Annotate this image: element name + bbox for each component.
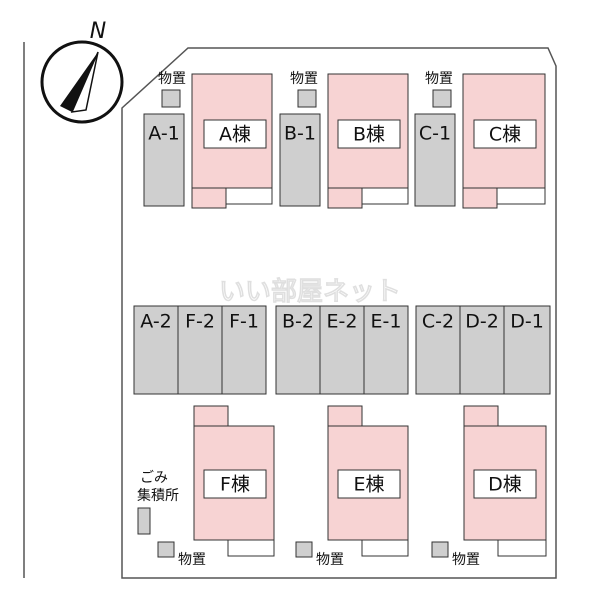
parking-slot-d-1: D-1 [510,311,544,333]
storage-label-e: 物置 [316,552,344,568]
building-d: D棟 [463,405,547,557]
building-c-label: C棟 [489,124,521,146]
garbage-label-line2: 集積所 [137,487,179,504]
building-f-label: F棟 [220,474,250,496]
svg-text:C-1: C-1 [419,123,451,145]
storage-shed-e [295,541,313,558]
parking-slot-f-2: F-2 [185,311,215,333]
storage-label-a: 物置 [158,71,186,87]
parking-block-center: B-2 E-2 E-1 [275,305,409,395]
storage-shed-a [161,89,181,108]
storage-shed-d [431,541,449,558]
parking-block-right: C-2 D-2 D-1 [415,305,551,395]
building-d-label: D棟 [488,474,522,496]
parking-slot-c-2: C-2 [422,311,454,333]
storage-shed-b [297,89,317,108]
building-a-label: A棟 [219,124,251,146]
building-b-label: B棟 [353,124,385,146]
building-e: E棟 [327,405,409,557]
storage-label-b: 物置 [290,71,318,87]
compass-label: N [90,19,106,44]
svg-text:A-1: A-1 [148,123,180,145]
building-b: B棟 [327,73,409,209]
north-compass-icon: N [40,19,124,124]
svg-text:B-1: B-1 [284,123,316,145]
watermark: いい部屋ネット [219,277,401,307]
parking-slot-b-1: B-1 [279,113,321,207]
parking-slot-d-2: D-2 [465,311,499,333]
building-f: F棟 [193,405,275,557]
building-a: A棟 [191,73,273,209]
building-c: C棟 [462,73,546,209]
garbage-label-line1: ごみ [140,470,168,486]
building-e-label: E棟 [353,474,384,496]
storage-label-f: 物置 [178,552,206,568]
parking-slot-e-1: E-1 [371,311,402,333]
parking-slot-b-2: B-2 [282,311,314,333]
parking-slot-a-1: A-1 [143,113,185,207]
storage-label-d: 物置 [452,552,480,568]
parking-slot-a-2: A-2 [140,311,172,333]
parking-slot-e-2: E-2 [327,311,358,333]
parking-slot-c-1: C-1 [414,113,456,207]
storage-label-c: 物置 [425,71,453,87]
garbage-collection-box [137,507,151,535]
parking-block-left: A-2 F-2 F-1 [133,305,267,395]
parking-slot-f-1: F-1 [229,311,259,333]
storage-shed-c [432,89,452,108]
storage-shed-f [157,541,175,558]
